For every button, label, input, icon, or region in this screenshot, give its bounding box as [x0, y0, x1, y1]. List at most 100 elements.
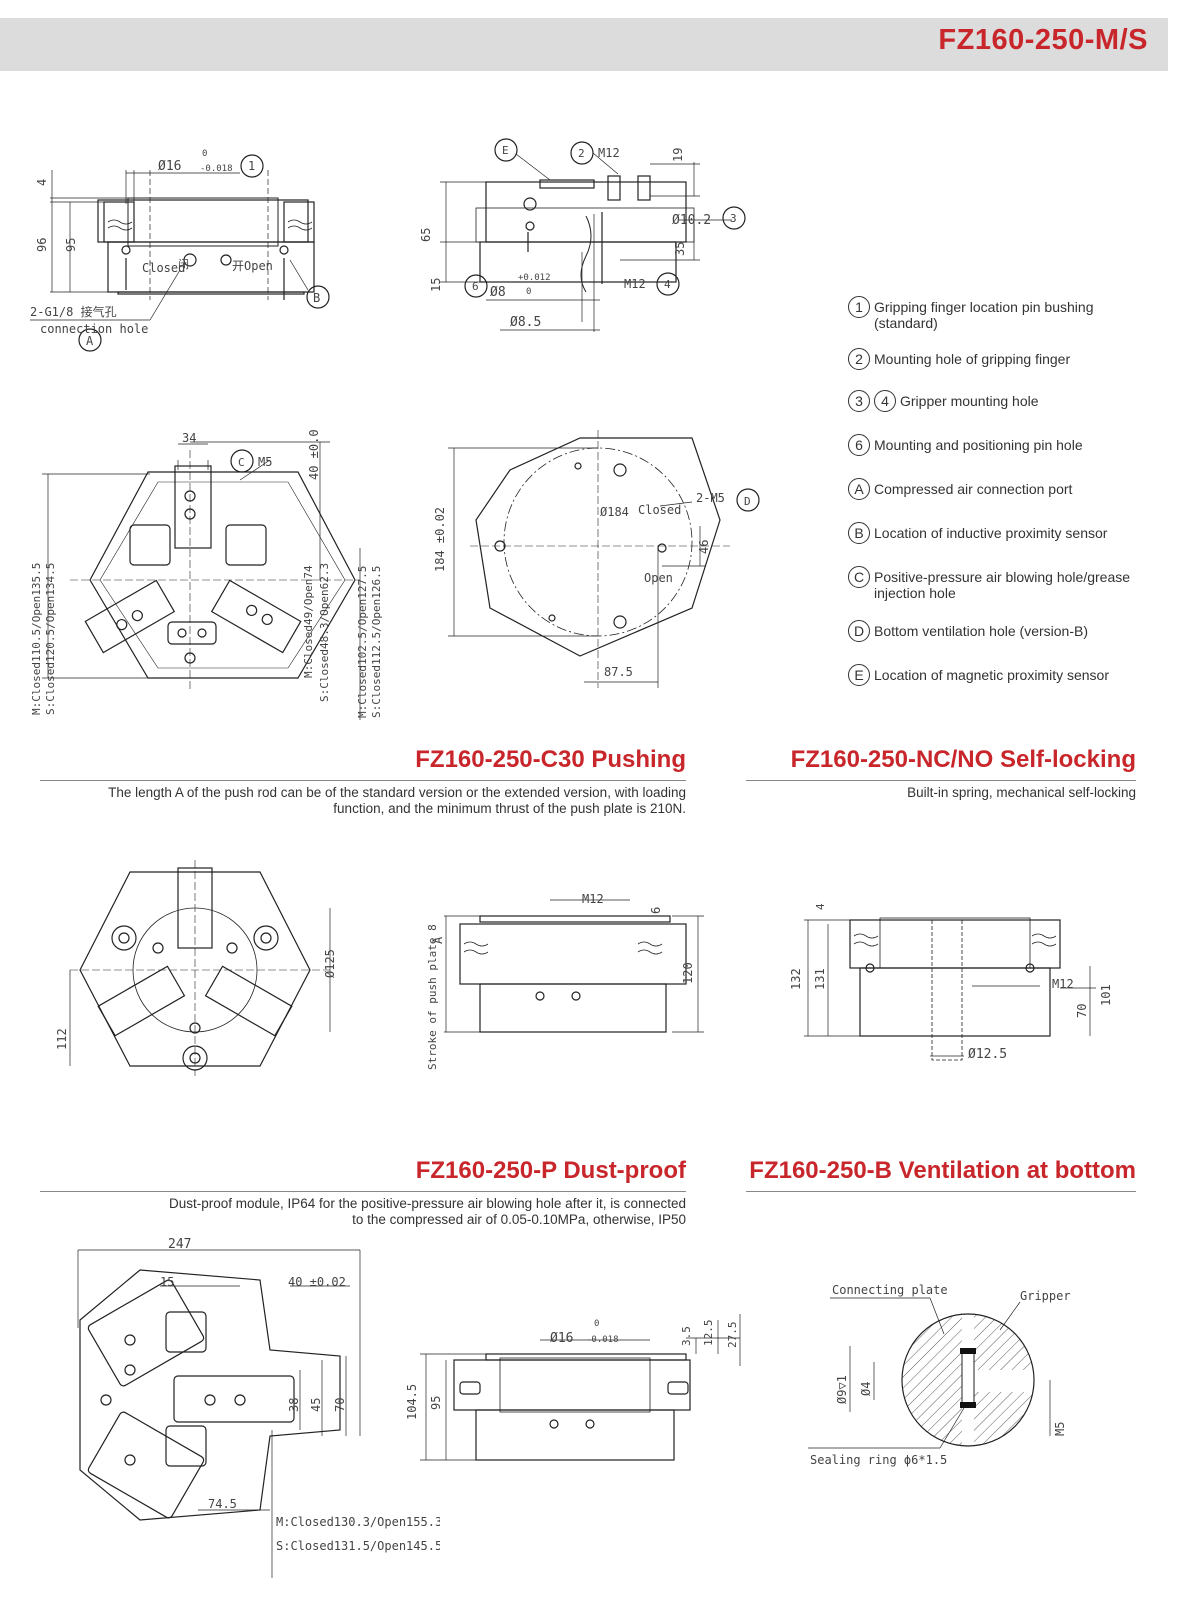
legend-text-c: Positive-pressure air blowing hole/greas… — [874, 569, 1131, 601]
front-view-drawing: Ø16 0 -0.018 1 4 96 95 Closed 闭 开Open 2-… — [30, 149, 330, 352]
legend-item-c: C Positive-pressure air blowing hole/gre… — [848, 566, 1130, 601]
dim-nc-h132: 132 — [790, 968, 803, 990]
legend-item-a: A Compressed air connection port — [848, 478, 1072, 500]
section-title-b: FZ160-250-B Ventilation at bottom — [749, 1157, 1136, 1184]
dim-nc-h101: 101 — [1099, 984, 1113, 1006]
dim-s-open: S:Closed120.5/Open134.5 — [44, 563, 57, 715]
badge-6: 6 — [848, 434, 870, 456]
callout-6: 6 — [472, 280, 479, 293]
p-side-drawing: Ø16 0 -0.018 3.5 12.5 27.5 104.5 95 — [405, 1314, 741, 1461]
dim-t0: 0 — [526, 287, 531, 297]
dim-p-h38: 38 — [287, 1398, 301, 1412]
dim-s62: S:Closed48.3/Open62.3 — [318, 563, 331, 702]
badge-c: C — [848, 566, 870, 588]
badge-2: 2 — [848, 348, 870, 370]
label-sealing-ring: Sealing ring ϕ6*1.5 — [810, 1453, 947, 1467]
dim-d184-circle: Ø184 — [600, 505, 629, 519]
dim-2m5: 2-M5 — [696, 491, 725, 505]
dim-m74: M:Closed49/Open74 — [302, 565, 315, 678]
label-closed: Closed — [142, 261, 185, 275]
label-port-en: connection hole — [40, 322, 148, 336]
label-gripper: Gripper — [1020, 1289, 1071, 1303]
callout-2: 2 — [578, 147, 585, 160]
dim-tol-bot: -0.018 — [200, 164, 233, 174]
dim-t012: +0.012 — [518, 273, 551, 283]
dim-p-w15: 15 — [160, 1275, 174, 1289]
dim-h19: 19 — [671, 148, 685, 162]
legend-text-d: Bottom ventilation hole (version-B) — [874, 623, 1088, 639]
label-connecting-plate: Connecting plate — [832, 1283, 948, 1297]
legend-text-b: Location of inductive proximity sensor — [874, 525, 1108, 541]
side-view-drawing: E 2 M12 19 Ø10.2 3 35 65 15 6 Ø8 +0.012 … — [420, 138, 746, 332]
dim-nc-m12: M12 — [1052, 977, 1074, 991]
dim-nc-h4: 4 — [814, 903, 827, 910]
dim-h96: 96 — [35, 238, 49, 252]
legend-item-e: E Location of magnetic proximity sensor — [848, 664, 1109, 686]
dim-p-h1045: 104.5 — [405, 1384, 419, 1420]
dim-c30-m12: M12 — [582, 892, 604, 906]
dim-m-open: M:Closed110.5/Open135.5 — [30, 563, 43, 715]
dim-c30-h112: 112 — [55, 1028, 69, 1050]
badge-b: B — [848, 522, 870, 544]
dim-m5: M5 — [258, 455, 272, 469]
label-closed-bottom: Closed — [638, 503, 681, 517]
legend-item-b: B Location of inductive proximity sensor — [848, 522, 1107, 544]
section-title-p: FZ160-250-P Dust-proof — [415, 1157, 686, 1184]
legend-text-6: Mounting and positioning pin hole — [874, 437, 1083, 453]
section-title-c30: FZ160-250-C30 Pushing — [415, 746, 686, 773]
dim-b-d4: Ø4 — [859, 1382, 873, 1396]
dim-p-h70: 70 — [333, 1398, 347, 1412]
dim-p-h275: 27.5 — [726, 1322, 739, 1349]
dim-w34: 34 — [182, 431, 196, 445]
dim-tol-top: 0 — [202, 149, 207, 159]
dim-d16: Ø16 — [158, 159, 181, 174]
legend-text-a: Compressed air connection port — [874, 481, 1073, 497]
callout-e: E — [502, 144, 509, 157]
badge-d: D — [848, 620, 870, 642]
dim-h46: 46 — [697, 540, 711, 554]
dim-p-w745: 74.5 — [208, 1497, 237, 1511]
legend-item-d: D Bottom ventilation hole (version-B) — [848, 620, 1088, 642]
callout-4: 4 — [664, 278, 671, 291]
badge-1: 1 — [848, 296, 870, 318]
section-desc-nc: Built-in spring, mechanical self-locking — [907, 785, 1136, 800]
dim-p-h125: 12.5 — [702, 1320, 715, 1347]
header-bar — [0, 18, 1168, 71]
dim-p-sc: S:Closed131.5/Open145.5 — [276, 1539, 440, 1553]
dim-s126: S:Closed112.5/Open126.5 — [370, 566, 383, 718]
label-bi: 闭 — [178, 258, 189, 271]
dim-w875: 87.5 — [604, 665, 633, 679]
c30-side-drawing: M12 6 120 A Stroke of push plate 8 — [426, 892, 704, 1070]
legend-item-1: 1 Gripping finger location pin bushing (… — [848, 296, 1093, 331]
legend-text-34: Gripper mounting hole — [900, 393, 1039, 409]
label-open-bottom: Open — [644, 571, 673, 585]
label-port: 2-G1/8 接气孔 — [30, 304, 117, 319]
section-title-nc: FZ160-250-NC/NO Self-locking — [790, 746, 1136, 773]
dim-h95: 95 — [64, 238, 78, 252]
legend-item-6: 6 Mounting and positioning pin hole — [848, 434, 1083, 456]
dim-p-t018: -0.018 — [586, 1335, 619, 1345]
dim-b-m5: M5 — [1053, 1422, 1067, 1436]
section-rule-b — [746, 1191, 1136, 1192]
dim-d8: Ø8 — [490, 285, 506, 300]
section-rule-p — [40, 1191, 686, 1192]
dim-nc-h70: 70 — [1075, 1004, 1089, 1018]
model-title: FZ160-250-M/S — [938, 24, 1148, 56]
badge-a: A — [848, 478, 870, 500]
dim-d40: 40 ±0.02 — [307, 430, 321, 480]
dim-d184-tol: 184 ±0.02 — [433, 507, 447, 572]
callout-d: D — [744, 495, 751, 508]
badge-e: E — [848, 664, 870, 686]
dim-d85: Ø8.5 — [510, 315, 541, 330]
legend-text-e: Location of magnetic proximity sensor — [874, 667, 1109, 683]
top-view-drawing: 34 C M5 40 ±0.02 M:Closed110.5/Open135.5… — [30, 430, 383, 720]
section-desc-p: Dust-proof module, IP64 for the positive… — [168, 1196, 686, 1227]
dim-p-t0: 0 — [594, 1319, 599, 1329]
dim-b-d9: Ø9▽1 — [835, 1375, 849, 1404]
dim-d102: Ø10.2 — [672, 213, 711, 228]
callout-1: 1 — [248, 159, 255, 173]
section-rule-c30 — [40, 780, 686, 781]
section-rule-nc — [746, 780, 1136, 781]
badge-4: 4 — [874, 390, 896, 412]
dim-m12-bot: M12 — [624, 277, 646, 291]
